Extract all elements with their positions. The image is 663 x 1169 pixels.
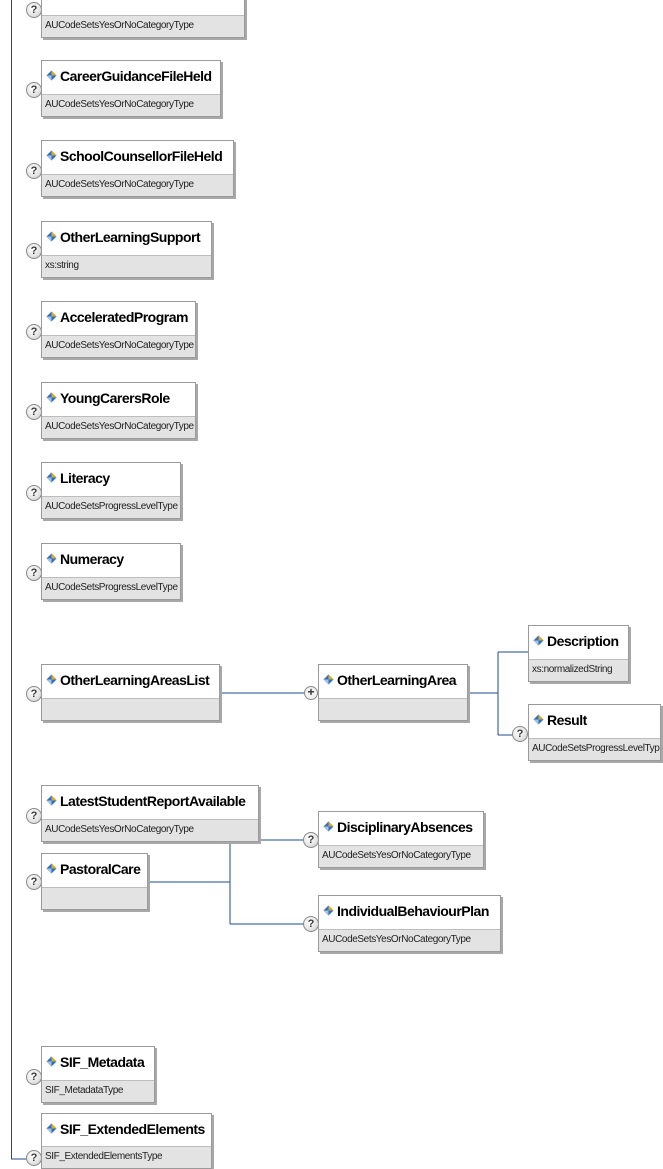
- element-box-numeracy[interactable]: Numeracy AUCodeSetsProgressLevelType: [41, 543, 181, 600]
- element-box-result[interactable]: Result AUCodeSetsProgressLevelType: [528, 704, 661, 761]
- element-name: Result: [547, 711, 587, 728]
- element-icon: [46, 553, 57, 564]
- element-box-otherlearningareaslist[interactable]: OtherLearningAreasList: [41, 664, 220, 721]
- element-icon: [46, 863, 57, 874]
- help-icon[interactable]: ?: [26, 1069, 42, 1085]
- element-icon: [46, 795, 57, 806]
- element-box[interactable]: AUCodeSetsYesOrNoCategoryType: [41, 0, 245, 38]
- help-icon[interactable]: ?: [26, 874, 42, 890]
- element-type: SIF_MetadataType: [42, 1080, 154, 1102]
- element-icon: [46, 70, 57, 81]
- element-type: AUCodeSetsYesOrNoCategoryType: [42, 416, 195, 438]
- element-name: PastoralCare: [60, 860, 141, 877]
- element-type: AUCodeSetsYesOrNoCategoryType: [42, 15, 244, 37]
- element-box-schoolcounsellorfileheld[interactable]: SchoolCounsellorFileHeld AUCodeSetsYesOr…: [41, 140, 234, 197]
- element-type: AUCodeSetsYesOrNoCategoryType: [42, 335, 195, 357]
- help-icon[interactable]: ?: [26, 324, 42, 340]
- help-icon[interactable]: ?: [26, 808, 42, 824]
- element-type: [42, 887, 147, 909]
- element-icon: [533, 635, 544, 646]
- element-icon: [46, 472, 57, 483]
- element-name: OtherLearningArea: [337, 671, 457, 688]
- help-icon[interactable]: ?: [26, 82, 42, 98]
- element-type: AUCodeSetsProgressLevelType: [42, 577, 180, 599]
- element-type: AUCodeSetsYesOrNoCategoryType: [319, 929, 500, 951]
- element-box-sif-extendedelements[interactable]: SIF_ExtendedElements SIF_ExtendedElement…: [41, 1113, 212, 1169]
- element-name: SIF_Metadata: [60, 1053, 145, 1070]
- element-box-lateststudentreportavailable[interactable]: LatestStudentReportAvailable AUCodeSetsY…: [41, 785, 259, 842]
- help-icon[interactable]: ?: [26, 1150, 42, 1166]
- help-icon[interactable]: ?: [303, 916, 319, 932]
- element-icon: [46, 1056, 57, 1067]
- element-box-pastoralcare[interactable]: PastoralCare: [41, 853, 148, 910]
- element-box-sif-metadata[interactable]: SIF_Metadata SIF_MetadataType: [41, 1046, 155, 1103]
- element-icon: [46, 674, 57, 685]
- element-box-literacy[interactable]: Literacy AUCodeSetsProgressLevelType: [41, 462, 181, 519]
- element-box-acceleratedprogram[interactable]: AcceleratedProgram AUCodeSetsYesOrNoCate…: [41, 301, 196, 358]
- help-icon[interactable]: ?: [303, 832, 319, 848]
- element-box-otherlearningsupport[interactable]: OtherLearningSupport xs:string: [41, 221, 212, 278]
- element-type: AUCodeSetsYesOrNoCategoryType: [42, 819, 258, 841]
- help-icon[interactable]: ?: [26, 163, 42, 179]
- element-box-disciplinaryabsences[interactable]: DisciplinaryAbsences AUCodeSetsYesOrNoCa…: [318, 811, 484, 868]
- element-icon: [46, 231, 57, 242]
- element-name: IndividualBehaviourPlan: [337, 902, 489, 919]
- element-name: YoungCarersRole: [60, 389, 170, 406]
- element-icon: [323, 674, 334, 685]
- element-box-careerguidancefileheld[interactable]: CareerGuidanceFileHeld AUCodeSetsYesOrNo…: [41, 60, 221, 117]
- element-icon: [533, 714, 544, 725]
- element-name: LatestStudentReportAvailable: [60, 792, 246, 809]
- element-name: Description: [547, 632, 619, 649]
- element-name: Literacy: [60, 469, 110, 486]
- element-name: OtherLearningAreasList: [60, 671, 210, 688]
- element-name: AcceleratedProgram: [60, 308, 188, 325]
- element-name: DisciplinaryAbsences: [337, 818, 473, 835]
- element-type: [42, 698, 219, 720]
- element-type: xs:string: [42, 255, 211, 277]
- element-type: AUCodeSetsProgressLevelType: [529, 738, 660, 760]
- help-icon[interactable]: ?: [26, 404, 42, 420]
- expand-icon[interactable]: +: [304, 686, 318, 700]
- element-type: SIF_ExtendedElementsType: [42, 1146, 211, 1168]
- element-box-youngcarersrole[interactable]: YoungCarersRole AUCodeSetsYesOrNoCategor…: [41, 382, 196, 439]
- help-icon[interactable]: ?: [26, 565, 42, 581]
- help-icon[interactable]: ?: [26, 485, 42, 501]
- element-name: SIF_ExtendedElements: [60, 1120, 205, 1137]
- element-icon: [46, 1123, 57, 1134]
- element-icon: [323, 905, 334, 916]
- element-type: [319, 698, 467, 720]
- help-icon[interactable]: ?: [512, 726, 528, 742]
- element-box-individualbehaviourplan[interactable]: IndividualBehaviourPlan AUCodeSetsYesOrN…: [318, 895, 501, 952]
- element-type: AUCodeSetsYesOrNoCategoryType: [42, 94, 220, 116]
- element-name: CareerGuidanceFileHeld: [60, 67, 212, 84]
- help-icon[interactable]: ?: [26, 243, 42, 259]
- element-box-description[interactable]: Description xs:normalizedString: [528, 625, 629, 682]
- element-icon: [46, 311, 57, 322]
- help-icon[interactable]: ?: [26, 2, 42, 18]
- sequence-spine-line: [11, 0, 27, 1160]
- element-type: AUCodeSetsProgressLevelType: [42, 496, 180, 518]
- element-type: AUCodeSetsYesOrNoCategoryType: [319, 845, 483, 867]
- help-icon[interactable]: ?: [26, 686, 42, 702]
- element-box-otherlearningarea[interactable]: OtherLearningArea: [318, 664, 468, 721]
- element-name: OtherLearningSupport: [60, 228, 201, 245]
- element-icon: [46, 150, 57, 161]
- element-name: Numeracy: [60, 550, 124, 567]
- element-type: AUCodeSetsYesOrNoCategoryType: [42, 174, 233, 196]
- element-type: xs:normalizedString: [529, 659, 628, 681]
- element-icon: [46, 392, 57, 403]
- element-icon: [323, 821, 334, 832]
- element-name: SchoolCounsellorFileHeld: [60, 147, 223, 164]
